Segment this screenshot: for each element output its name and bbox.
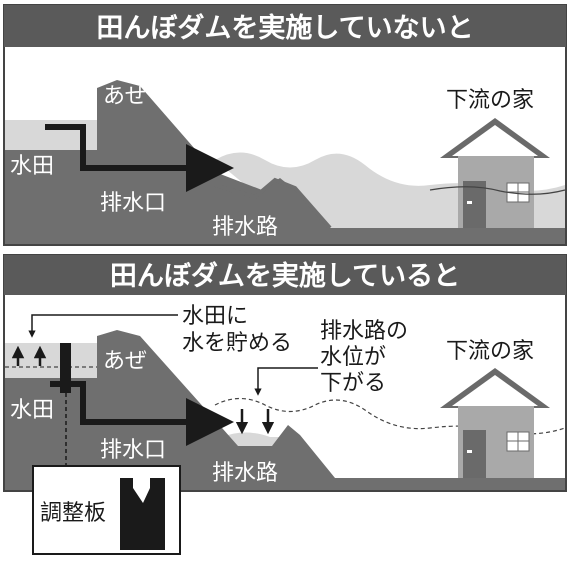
label-store-2: 水を貯める — [182, 331, 292, 356]
label-suiden: 水田 — [10, 154, 54, 179]
panel-bottom-header-bar — [4, 255, 566, 295]
label-haisuikou: 排水口 — [100, 191, 166, 216]
plate-icon — [120, 478, 165, 550]
label-house: 下流の家 — [446, 88, 534, 113]
house-top — [440, 118, 550, 228]
panel-bottom-header: 田んぼダムを実施していると — [110, 260, 460, 292]
label-store-1: 水田に — [182, 304, 248, 329]
ditch-wall — [214, 177, 332, 230]
plate-inset: 調整板 — [32, 465, 181, 555]
house-door — [463, 181, 486, 228]
callout-store — [28, 314, 178, 338]
label-suiden-bottom: 水田 — [10, 398, 54, 423]
house-bottom — [440, 368, 550, 478]
label-haisuikou-bottom: 排水口 — [100, 438, 166, 463]
flood-line — [429, 186, 566, 195]
panel-top-header-bar — [4, 5, 566, 47]
label-level-1: 排水路の — [320, 319, 408, 344]
drain-pipe-bottom — [50, 381, 234, 446]
channel-water-low — [222, 432, 285, 446]
label-aze-bottom: あぜ — [103, 349, 147, 374]
callout-level — [254, 367, 318, 396]
label-house-bottom: 下流の家 — [446, 339, 534, 364]
adjustment-plate — [60, 343, 71, 393]
ground-terrain-bottom — [5, 330, 565, 490]
label-plate: 調整板 — [40, 501, 106, 526]
panel-bottom: 田んぼダムを実施していると 水田に 水を貯める 排水路の 水位が 下がる — [3, 254, 567, 492]
label-aze: あぜ — [103, 84, 147, 109]
label-level-3: 下がる — [320, 371, 386, 396]
label-level-2: 水位が — [320, 345, 386, 370]
drain-pipe — [45, 124, 234, 192]
label-haisuiro: 排水路 — [212, 215, 278, 240]
panel-top: 田んぼダムを実施していないと あぜ 水田 排水口 排水路 下流の家 — [3, 4, 567, 246]
label-haisuiro-bottom: 排水路 — [212, 461, 278, 486]
panel-top-header: 田んぼダムを実施していないと — [96, 12, 473, 44]
ground-terrain — [5, 80, 565, 244]
